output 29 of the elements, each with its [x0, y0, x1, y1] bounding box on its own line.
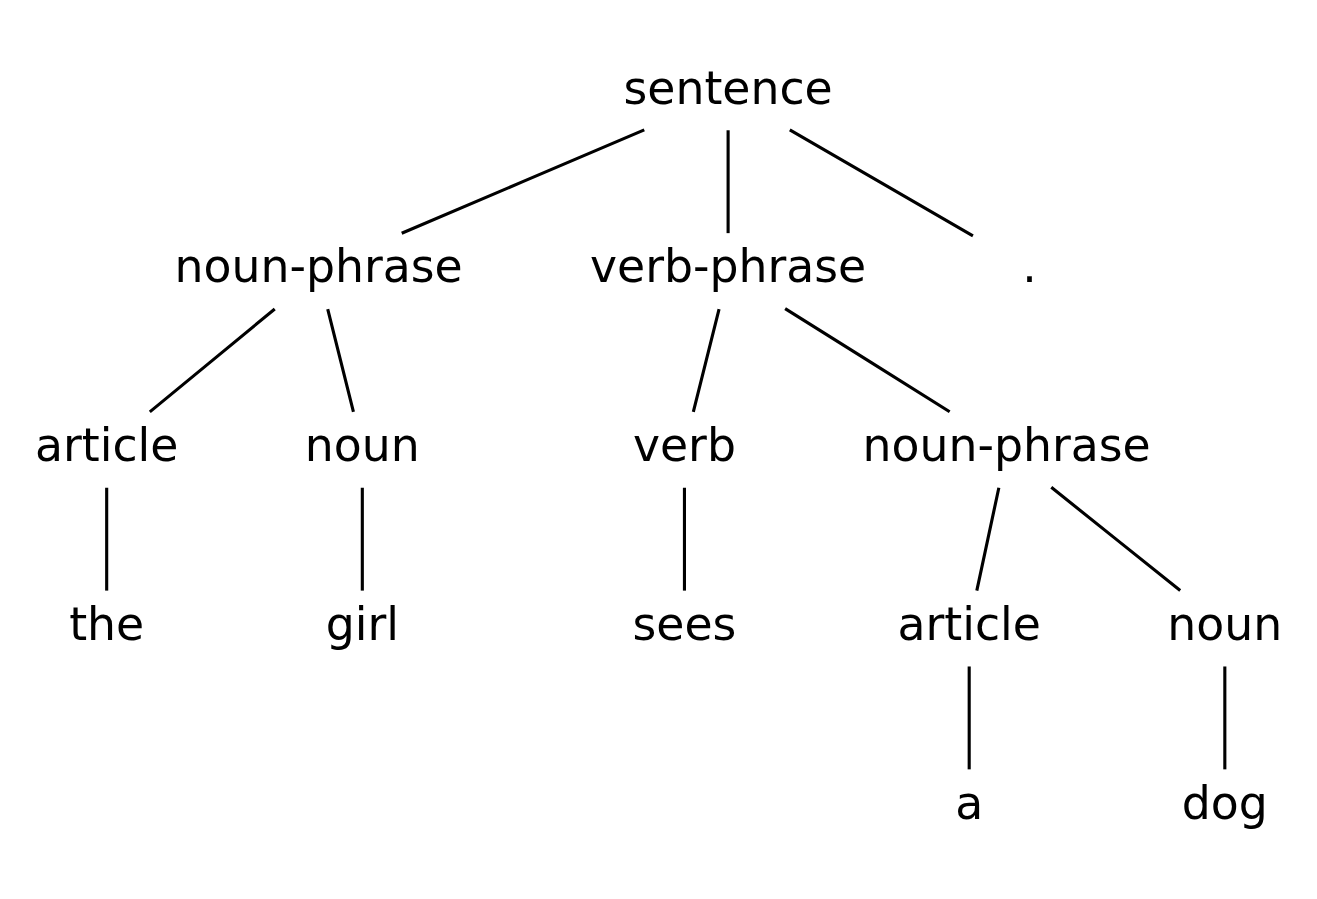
- node-text: noun: [1166, 597, 1282, 651]
- node-text: article: [34, 419, 178, 473]
- connector: [974, 487, 1000, 591]
- node-text: a: [954, 776, 983, 830]
- connector: [691, 308, 721, 413]
- connector: [148, 307, 276, 414]
- connector: [1049, 486, 1181, 592]
- connector: [783, 307, 950, 414]
- node-text: the: [68, 597, 144, 651]
- connector: [360, 487, 364, 591]
- connector: [682, 487, 686, 591]
- connector: [788, 128, 974, 238]
- connector: [400, 128, 645, 235]
- node-text: article: [896, 597, 1041, 651]
- node-text: noun-phrase: [174, 240, 463, 294]
- connector: [726, 130, 730, 234]
- node-text: sentence: [623, 61, 833, 115]
- connector: [104, 487, 108, 591]
- node-text: .: [1021, 240, 1037, 294]
- node-text: verb: [632, 419, 736, 473]
- node-text: sees: [632, 597, 736, 651]
- node-text: verb-phrase: [589, 240, 866, 294]
- connector: [967, 666, 971, 770]
- connector: [325, 308, 355, 413]
- node-text: girl: [325, 597, 399, 651]
- node-text: noun-phrase: [862, 419, 1151, 473]
- connector: [1222, 666, 1226, 770]
- node-text: noun: [304, 419, 420, 473]
- node-text: dog: [1181, 776, 1268, 830]
